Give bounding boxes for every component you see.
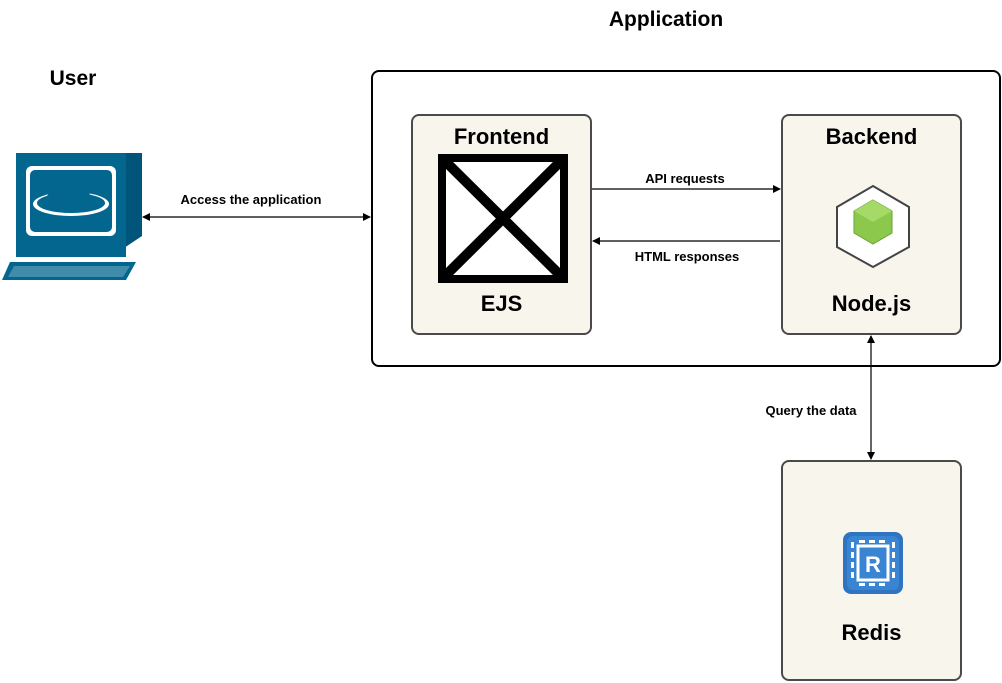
backend-title: Backend (825, 124, 918, 149)
edge-label-html-responses: HTML responses (624, 249, 750, 264)
frontend-node[interactable]: Frontend EJS (411, 114, 592, 335)
frontend-title: Frontend (453, 124, 550, 149)
nodejs-hexagon-icon (836, 184, 910, 269)
redis-node[interactable]: R Redis (781, 460, 962, 681)
edge-label-api-requests: API requests (630, 171, 740, 186)
edge-label-access: Access the application (172, 192, 330, 207)
redis-chip-icon: R (843, 532, 903, 594)
broken-image-icon (438, 154, 568, 283)
frontend-subtitle: EJS (480, 291, 523, 316)
edge-label-query-data: Query the data (758, 403, 864, 418)
svg-text:R: R (865, 552, 881, 577)
redis-title: Redis (841, 620, 902, 645)
backend-subtitle: Node.js (831, 291, 912, 316)
backend-node[interactable]: Backend Node.js (781, 114, 962, 335)
application-title: Application (608, 8, 724, 31)
user-title: User (49, 67, 97, 90)
